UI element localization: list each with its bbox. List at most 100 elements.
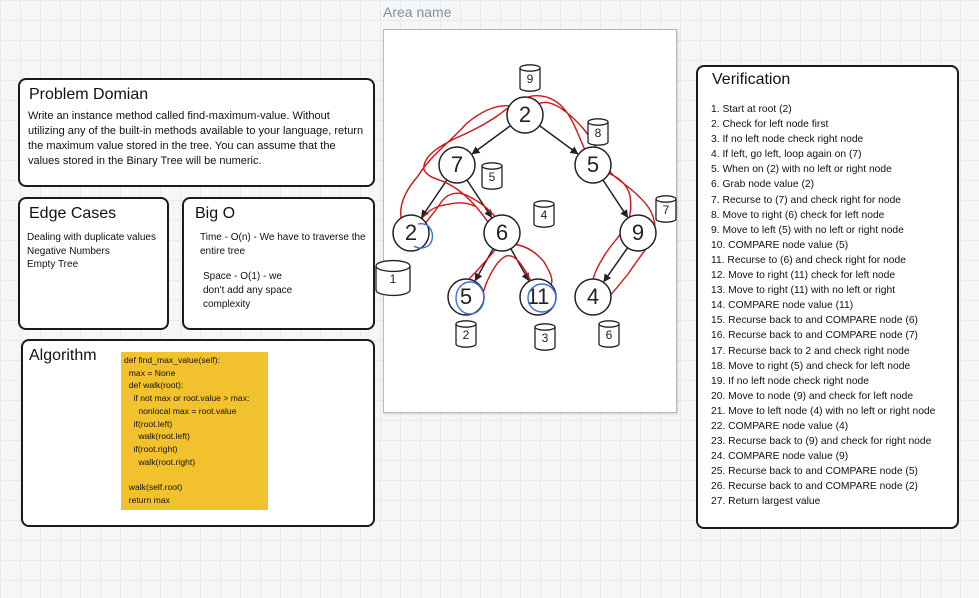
storage-value-label: 7 <box>663 203 670 217</box>
space-complexity-text: Space - O(1) - we don't add any space co… <box>203 271 293 310</box>
code-sticky-note[interactable]: def find_max_value(self): max = None def… <box>121 352 268 510</box>
big-o-title: Big O <box>195 205 236 222</box>
edge-cases-title: Edge Cases <box>29 205 117 222</box>
tree-node-label: 6 <box>496 220 508 245</box>
storage-cylinder: 5 <box>481 162 503 190</box>
problem-domain-title: Problem Domian <box>29 86 149 103</box>
tree-node-label: 4 <box>587 284 599 309</box>
problem-domain-text: Write an instance method called find-max… <box>28 110 364 167</box>
verification-step: 23. Recurse back to (9) and check for ri… <box>711 436 932 448</box>
code-line: walk(self.root) <box>124 482 183 493</box>
edge-case-item: Empty Tree <box>27 259 79 270</box>
tree-node-label: 7 <box>451 152 463 177</box>
tree-node-circle <box>438 146 476 184</box>
verification-step: 11. Recurse to (6) and check right for n… <box>711 254 906 266</box>
tree-node-label: 2 <box>519 102 531 127</box>
tree-edge-arrow <box>539 125 579 155</box>
verification-step: 1. Start at root (2) <box>711 104 792 115</box>
storage-cylinder: 3 <box>534 323 556 351</box>
storage-cylinder: 4 <box>533 200 555 228</box>
verification-step: 14. COMPARE node value (11) <box>711 300 854 312</box>
tree-node-circle <box>574 278 612 316</box>
storage-cylinder: 7 <box>655 195 677 223</box>
edge-case-item: Negative Numbers <box>27 245 110 257</box>
big-o-panel[interactable]: Big O Time - O(n) - We have to traverse … <box>182 197 375 330</box>
storage-cylinder: 6 <box>598 320 620 348</box>
verification-steps: 1. Start at root (2) 2. Check for left no… <box>711 102 935 510</box>
code-line: nonlocal max = root.value <box>124 405 237 416</box>
time-complexity-text: Time - O(n) - We have to traverse the en… <box>200 232 366 257</box>
verification-step: 10. COMPARE node value (5) <box>711 239 849 251</box>
algorithm-panel[interactable]: Algorithm def find_max_value(self): max … <box>21 339 375 527</box>
compare-mark <box>413 223 434 249</box>
code-line: def find_max_value(self): <box>124 355 221 365</box>
storage-cylinder: 9 <box>519 64 541 92</box>
code-line: walk(root.right) <box>124 456 196 467</box>
verification-step: 9. Move to left (5) with no left or righ… <box>711 224 904 236</box>
code-line: if(root.right) <box>124 443 178 454</box>
tree-node-circle <box>619 214 657 252</box>
edge-cases-panel[interactable]: Edge Cases Dealing with duplicate values… <box>18 197 169 330</box>
verification-step: 25. Recurse back to and COMPARE node (5) <box>711 466 918 478</box>
traversal-path <box>419 202 475 223</box>
verification-step: 5. When on (2) with no left or right nod… <box>711 164 892 176</box>
tree-edge-arrow <box>603 247 629 283</box>
tree-node-label: 5 <box>460 284 472 309</box>
storage-value-label: 9 <box>527 72 534 86</box>
storage-value-label: 1 <box>390 272 397 286</box>
tree-edge-arrow <box>471 125 511 155</box>
code-line: if not max or root.value > max: <box>124 393 250 404</box>
storage-value-label: 2 <box>463 328 470 342</box>
verification-step: 7. Recurse to (7) and check right for no… <box>711 194 902 206</box>
edge-case-item: Dealing with duplicate values <box>27 232 156 243</box>
code-line: walk(root.left) <box>124 431 190 442</box>
verification-step: 16. Recurse back to and COMPARE node (7) <box>711 330 918 342</box>
verification-step: 26. Recurse back to and COMPARE node (2) <box>711 481 918 493</box>
tree-node-circle <box>574 146 612 184</box>
verification-step: 19. If no left node check right node <box>711 375 869 387</box>
tree-edge-arrow <box>466 179 493 218</box>
tree-node-circle <box>506 96 544 134</box>
verification-step: 18. Move to right (5) and check for left… <box>711 360 911 372</box>
area-name-label: Area name <box>383 4 452 20</box>
tree-node-label: 11 <box>527 284 550 309</box>
compare-mark <box>527 283 557 313</box>
verification-step: 4. If left, go left, loop again on (7) <box>711 149 862 161</box>
verification-step: 6. Grab node value (2) <box>711 179 815 191</box>
code-line: def walk(root): <box>124 380 184 391</box>
tree-node-label: 2 <box>405 220 417 245</box>
verification-step: 13. Move to right (11) with no left or r… <box>711 285 896 297</box>
problem-domain-panel[interactable]: Problem Domian Write an instance method … <box>18 78 375 187</box>
verification-step: 24. COMPARE node value (9) <box>711 451 849 463</box>
storage-cylinder: 1 <box>375 259 411 297</box>
code-line: if(root.left) <box>124 418 173 429</box>
tree-edge-arrow <box>602 179 629 218</box>
code-line: return max <box>124 494 170 505</box>
tree-node-circle <box>483 214 521 252</box>
verification-step: 2. Check for left node first <box>711 119 829 131</box>
tree-edge-arrow <box>510 248 530 282</box>
verification-step: 22. COMPARE node value (4) <box>711 420 849 432</box>
verification-step: 3. If no left node check right node <box>711 134 864 146</box>
storage-value-label: 5 <box>489 170 496 184</box>
traversal-path <box>400 95 656 308</box>
edge-cases-list: Dealing with duplicate values Negative N… <box>27 231 156 272</box>
verification-panel[interactable]: Verification 1. Start at root (2)2. Chec… <box>696 65 959 529</box>
algorithm-title: Algorithm <box>29 347 97 364</box>
verification-step: 20. Move to node (9) and check for left … <box>711 390 914 402</box>
storage-value-label: 8 <box>595 126 602 140</box>
verification-step: 27. Return largest value <box>711 496 821 508</box>
storage-value-label: 4 <box>541 208 548 222</box>
verification-step: 17. Recurse back to 2 and check right no… <box>711 345 910 357</box>
storage-value-label: 3 <box>542 331 549 345</box>
tree-node-label: 5 <box>587 152 599 177</box>
code-line: max = None <box>124 367 176 378</box>
verification-step: 15. Recurse back to and COMPARE node (6) <box>711 315 918 327</box>
storage-cylinder: 2 <box>455 320 477 348</box>
storage-value-label: 6 <box>606 328 613 342</box>
compare-mark <box>455 281 485 315</box>
verification-step: 8. Move to right (6) check for left node <box>711 209 885 221</box>
verification-step: 12. Move to right (11) check for left no… <box>711 270 896 282</box>
tree-node-label: 9 <box>632 220 644 245</box>
